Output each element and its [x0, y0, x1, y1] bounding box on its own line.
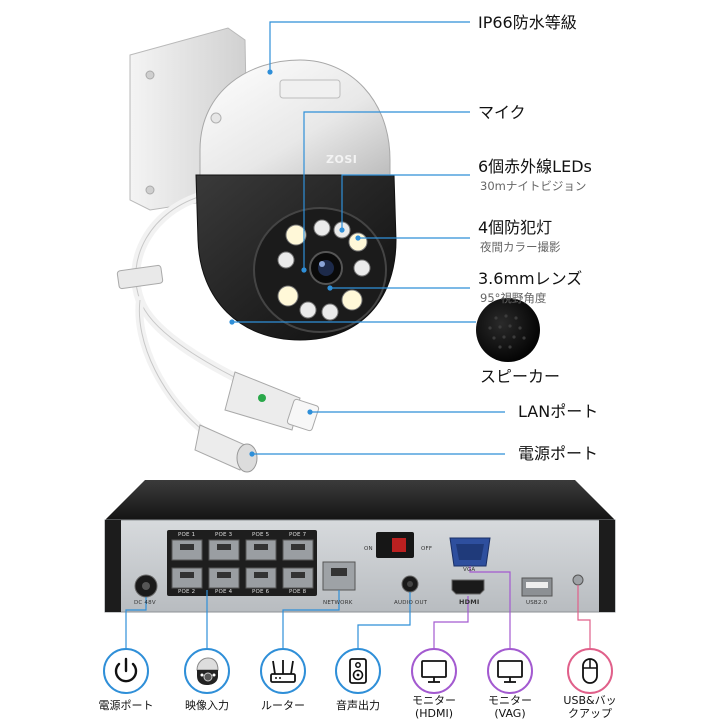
- port-label-usb: USB2.0: [526, 600, 548, 606]
- icon-power-port: [103, 648, 149, 694]
- icon-monitor-vga: [487, 648, 533, 694]
- usb-port: [521, 577, 553, 597]
- icon-audio-out: [335, 648, 381, 694]
- port-label-dc: DC 48V: [134, 600, 156, 606]
- camera-brand: ZOSI: [326, 153, 358, 166]
- speaker-icon: [349, 658, 367, 684]
- callout-lens-sub: 95°視野角度: [480, 291, 547, 305]
- icon-router: [260, 648, 306, 694]
- camera-icon: [196, 657, 219, 685]
- icon-usb-backup: [567, 648, 613, 694]
- power-icon: [114, 657, 138, 683]
- port-label-poe1: POE 1: [178, 532, 196, 538]
- callout-waterproof: IP66防水等級: [478, 13, 577, 32]
- camera-lens: [309, 251, 343, 285]
- power-connector: [194, 424, 258, 473]
- power-switch: [376, 532, 414, 558]
- caption-power-port: 電源ポート: [98, 699, 154, 712]
- caption-usb-backup: USB&バッ クアップ: [563, 694, 617, 720]
- mouse-icon: [582, 658, 598, 684]
- vga-port: [449, 537, 491, 567]
- poe-block: [167, 530, 317, 596]
- monitor-icon: [497, 660, 523, 683]
- caption-monitor-vga: モニター (VAG): [488, 694, 532, 720]
- caption-audio-out: 音声出力: [336, 699, 380, 712]
- port-label-poe3: POE 3: [215, 532, 233, 538]
- callout-speaker: スピーカー: [480, 367, 561, 386]
- port-label-poe7: POE 7: [289, 532, 307, 538]
- audio-out-jack: [401, 575, 419, 593]
- dc-jack: [134, 574, 158, 598]
- port-label-poe5: POE 5: [252, 532, 270, 538]
- lan-connector: [224, 371, 320, 432]
- dome-top: [199, 59, 391, 176]
- port-label-off: OFF: [421, 546, 433, 552]
- port-label-on: ON: [364, 546, 373, 552]
- caption-router: ルーター: [261, 699, 305, 712]
- port-label-poe2: POE 2: [178, 589, 196, 595]
- callout-microphone: マイク: [478, 103, 526, 122]
- router-icon: [270, 660, 296, 683]
- port-label-hdmi: HDMI: [459, 598, 480, 606]
- speaker-grille: [476, 298, 540, 362]
- caption-monitor-hdmi: モニター (HDMI): [412, 694, 456, 720]
- icon-video-input: [184, 648, 230, 694]
- port-label-poe4: POE 4: [215, 589, 233, 595]
- hdmi-port: [451, 579, 485, 595]
- led-array: [277, 219, 371, 321]
- monitor-icon: [421, 660, 447, 683]
- callout-ir-leds-sub: 30mナイトビジョン: [480, 179, 587, 193]
- port-label-poe8: POE 8: [289, 589, 307, 595]
- port-label-vga: VGA: [463, 567, 476, 573]
- callout-lan-port: LANポート: [518, 402, 599, 421]
- port-label-audio: AUDIO OUT: [394, 600, 428, 606]
- callout-lines: [229, 21, 505, 457]
- callout-power-port: 電源ポート: [518, 444, 599, 463]
- port-label-network: NETWORK: [323, 600, 353, 606]
- connector-lines: [125, 566, 591, 650]
- callout-spotlights: 4個防犯灯: [478, 218, 553, 237]
- callout-lens: 3.6mmレンズ: [478, 269, 583, 288]
- caption-video-input: 映像入力: [185, 699, 229, 712]
- network-port: [322, 561, 356, 591]
- callout-spotlights-sub: 夜間カラー撮影: [480, 240, 561, 254]
- icon-monitor-hdmi: [411, 648, 457, 694]
- port-label-poe6: POE 6: [252, 589, 270, 595]
- callout-ir-leds: 6個赤外線LEDs: [478, 157, 592, 176]
